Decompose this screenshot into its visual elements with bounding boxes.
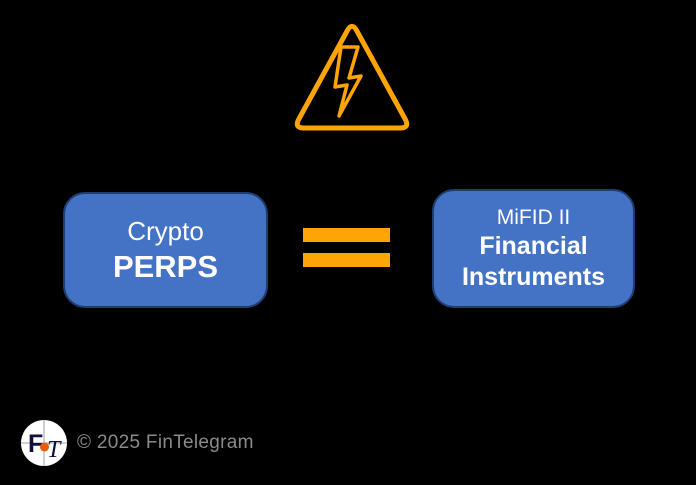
equals-sign (303, 228, 390, 267)
footer: F T © 2025 FinTelegram (20, 419, 254, 467)
crypto-perps-box: Crypto PERPS (63, 192, 268, 308)
warning-triangle-outline (294, 23, 410, 131)
perps-label: PERPS (112, 249, 219, 284)
lightning-bolt-icon (333, 45, 363, 118)
high-voltage-warning-icon (294, 23, 410, 131)
mifid-financial-instruments-box: MiFID II Financial Instruments (432, 189, 635, 308)
fintelegram-logo: F T (21, 420, 67, 466)
logo-dot-icon (40, 442, 49, 452)
logo-letter-f: F (28, 430, 43, 458)
mifid-label: MiFID II (496, 206, 571, 229)
crypto-label: Crypto (127, 216, 204, 246)
instruments-label: Instruments (461, 263, 606, 291)
logo-letter-t: T (47, 437, 62, 463)
financial-label: Financial (479, 232, 588, 260)
equals-bar-bottom (303, 253, 390, 267)
equals-bar-top (303, 228, 390, 242)
copyright-text: © 2025 FinTelegram (77, 432, 254, 453)
